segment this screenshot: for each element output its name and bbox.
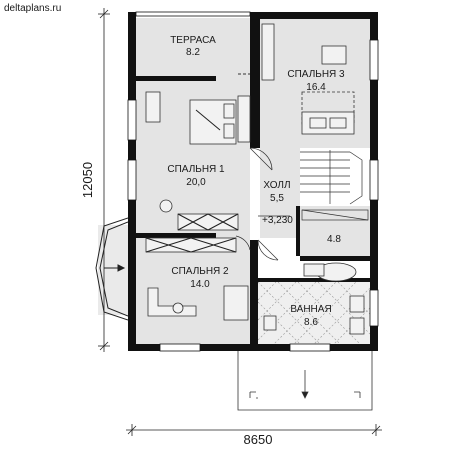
bathroom-tile-pattern: [257, 281, 371, 347]
storage-area: 4.8: [327, 234, 341, 245]
level-mark: +3,230: [262, 215, 293, 226]
width-dimension-line: [126, 424, 382, 436]
bedroom3-name: СПАЛЬНЯ 3: [287, 69, 345, 80]
storage-floor: [300, 206, 370, 256]
terrace-floor: [136, 18, 250, 80]
bay-window: [95, 217, 129, 321]
storage-shelves: [301, 209, 369, 221]
balcony: [237, 351, 373, 411]
height-dimension: 12050: [80, 162, 95, 198]
bedroom1-name: СПАЛЬНЯ 1: [167, 164, 225, 175]
bedroom1-bed: [189, 99, 237, 145]
terrace-name: ТЕРРАСА: [170, 35, 216, 46]
bedroom1-closet: [177, 213, 239, 231]
door-swings: [235, 147, 290, 261]
bedroom3-wardrobe: [261, 23, 275, 81]
bathroom-floor: [258, 282, 370, 346]
bedroom3-area: 16.4: [306, 82, 326, 93]
bedroom1-wardrobe: [237, 95, 251, 143]
bedroom1-area: 20,0: [186, 177, 206, 188]
hall-name: ХОЛЛ: [263, 180, 290, 191]
toilet: [263, 315, 277, 331]
staircase: [300, 150, 363, 205]
bedroom3-desk: [321, 45, 347, 65]
bedroom3-bed: [301, 91, 355, 135]
bedroom2-bed: [223, 285, 249, 321]
bathroom-area: 8.6: [304, 317, 318, 328]
terrace-area: 8.2: [186, 47, 200, 58]
washbasin: [303, 263, 325, 277]
bidet: [349, 317, 365, 335]
hall-area: 5,5: [270, 193, 284, 204]
bedroom1-chair: [159, 199, 173, 213]
bedroom1-desk: [145, 91, 161, 123]
site-watermark: deltaplans.ru: [4, 3, 61, 14]
hall-floor: [260, 148, 300, 238]
windows: [127, 11, 379, 352]
height-dimension-line: [98, 8, 110, 352]
bedroom2-area: 14.0: [190, 279, 210, 290]
shower: [349, 295, 365, 313]
bathroom-name: ВАННАЯ: [290, 304, 331, 315]
bedroom2-closet: [145, 237, 237, 253]
bedroom2-desk: [147, 287, 197, 317]
bedroom2-chair: [172, 302, 184, 314]
width-dimension: 8650: [244, 432, 273, 447]
bedroom2-name: СПАЛЬНЯ 2: [171, 266, 229, 277]
